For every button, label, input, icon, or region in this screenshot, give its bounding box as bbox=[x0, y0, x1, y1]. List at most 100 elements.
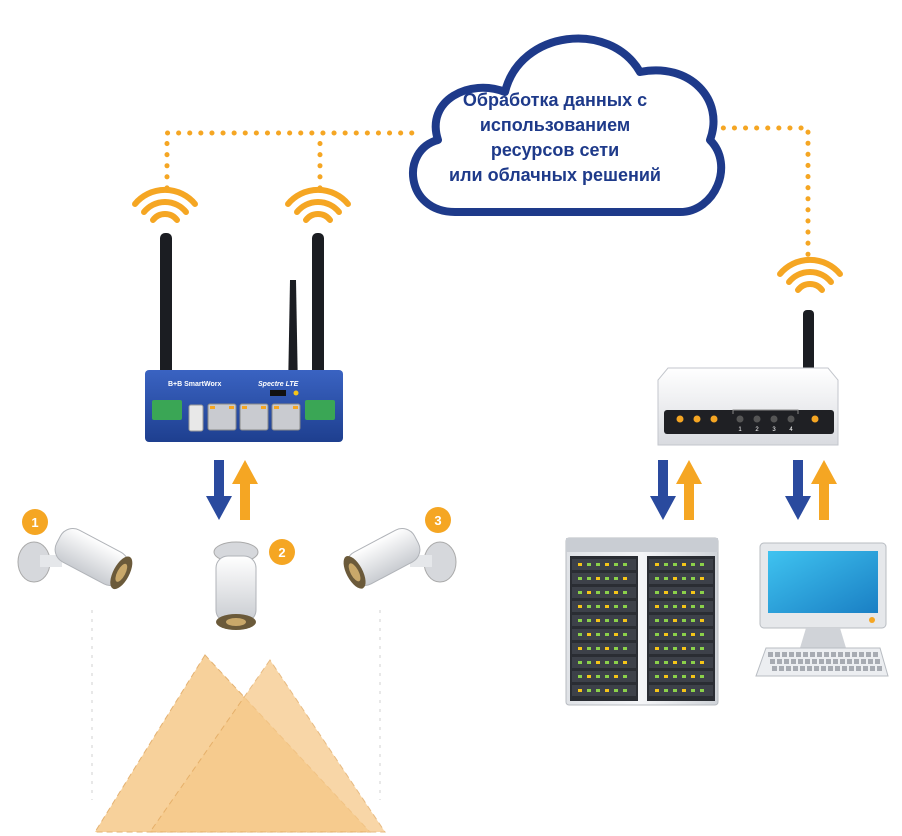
port-label-2: 2 bbox=[755, 427, 759, 433]
keyboard-key bbox=[791, 659, 796, 664]
server-led bbox=[623, 563, 627, 566]
desktop-computer-icon bbox=[755, 542, 889, 677]
keyboard-key bbox=[847, 659, 852, 664]
wifi-signal-icon-left bbox=[132, 186, 198, 223]
server-slot bbox=[572, 671, 636, 682]
server-led bbox=[682, 619, 686, 622]
server-led bbox=[596, 591, 600, 594]
camera-2: 2 bbox=[213, 539, 295, 630]
arrow-down-icon bbox=[785, 460, 811, 520]
router-model-label: Spectre LTE bbox=[258, 381, 299, 388]
server-led bbox=[605, 605, 609, 608]
server-led bbox=[605, 647, 609, 650]
server-slot bbox=[572, 629, 636, 640]
camera-number: 3 bbox=[434, 513, 441, 528]
server-led bbox=[578, 563, 582, 566]
server-led bbox=[673, 563, 677, 566]
keyboard-key bbox=[861, 659, 866, 664]
server-rack-icon bbox=[565, 537, 719, 706]
keyboard-key bbox=[833, 659, 838, 664]
keyboard-key bbox=[852, 652, 857, 657]
server-slot bbox=[649, 629, 713, 640]
server-led bbox=[587, 633, 591, 636]
server-slot bbox=[572, 643, 636, 654]
keyboard-key bbox=[835, 666, 840, 671]
server-slot bbox=[649, 657, 713, 668]
keyboard-key bbox=[782, 652, 787, 657]
server-led bbox=[700, 633, 704, 636]
server-led bbox=[673, 675, 677, 678]
keyboard-key bbox=[828, 666, 833, 671]
keyboard-key bbox=[842, 666, 847, 671]
server-led bbox=[682, 661, 686, 664]
server-led bbox=[700, 647, 704, 650]
server-led bbox=[623, 647, 627, 650]
server-led bbox=[673, 689, 677, 692]
router-brand-label: B+B SmartWorx bbox=[168, 381, 221, 388]
server-led bbox=[605, 689, 609, 692]
server-led bbox=[578, 675, 582, 678]
keyboard-key bbox=[831, 652, 836, 657]
server-slots bbox=[572, 559, 713, 696]
server-led bbox=[664, 605, 668, 608]
server-led bbox=[605, 591, 609, 594]
server-led bbox=[605, 633, 609, 636]
server-led bbox=[673, 661, 677, 664]
server-led bbox=[596, 661, 600, 664]
server-led bbox=[655, 577, 659, 580]
server-led bbox=[605, 675, 609, 678]
keyboard-key bbox=[866, 652, 871, 657]
server-led bbox=[578, 647, 582, 650]
data-flow-arrows-router bbox=[206, 460, 258, 520]
server-led bbox=[655, 591, 659, 594]
server-slot bbox=[572, 559, 636, 570]
server-led bbox=[623, 675, 627, 678]
keyboard-key bbox=[779, 666, 784, 671]
server-slot bbox=[572, 587, 636, 598]
cloud-caption: Обработка данных с использованием ресурс… bbox=[430, 88, 680, 188]
server-led bbox=[587, 689, 591, 692]
server-led bbox=[682, 675, 686, 678]
server-led bbox=[664, 591, 668, 594]
port-label-3: 3 bbox=[772, 427, 776, 433]
server-led bbox=[596, 619, 600, 622]
cloud-caption-line-1: Обработка данных с bbox=[462, 90, 648, 110]
server-slot bbox=[572, 601, 636, 612]
keyboard-key bbox=[854, 659, 859, 664]
keyboard-key bbox=[772, 666, 777, 671]
wifi-signal-icon-right bbox=[285, 186, 351, 223]
server-led bbox=[664, 577, 668, 580]
server-led bbox=[664, 619, 668, 622]
server-led bbox=[587, 675, 591, 678]
keyboard-key bbox=[845, 652, 850, 657]
port-label-1: 1 bbox=[738, 427, 742, 433]
server-slot bbox=[649, 615, 713, 626]
power-connector-left bbox=[152, 400, 182, 420]
access-point-panel bbox=[664, 410, 834, 434]
server-led bbox=[623, 591, 627, 594]
server-slot bbox=[649, 559, 713, 570]
camera-3: 3 bbox=[343, 507, 457, 589]
wifi-signal-icon-access-point bbox=[777, 256, 843, 293]
server-led bbox=[578, 633, 582, 636]
server-led bbox=[578, 577, 582, 580]
server-led bbox=[691, 647, 695, 650]
server-led bbox=[605, 619, 609, 622]
keyboard-key bbox=[821, 666, 826, 671]
server-led bbox=[655, 675, 659, 678]
server-led bbox=[655, 689, 659, 692]
server-led bbox=[682, 633, 686, 636]
server-led bbox=[614, 619, 618, 622]
access-point-antenna bbox=[803, 310, 814, 376]
server-led bbox=[700, 563, 704, 566]
server-slot bbox=[572, 573, 636, 584]
keyboard-key bbox=[826, 659, 831, 664]
keyboard-key bbox=[789, 652, 794, 657]
server-led bbox=[691, 619, 695, 622]
antenna-right bbox=[312, 233, 324, 393]
server-led bbox=[700, 675, 704, 678]
camera-number: 1 bbox=[31, 515, 38, 530]
server-led bbox=[664, 689, 668, 692]
server-slot bbox=[649, 643, 713, 654]
